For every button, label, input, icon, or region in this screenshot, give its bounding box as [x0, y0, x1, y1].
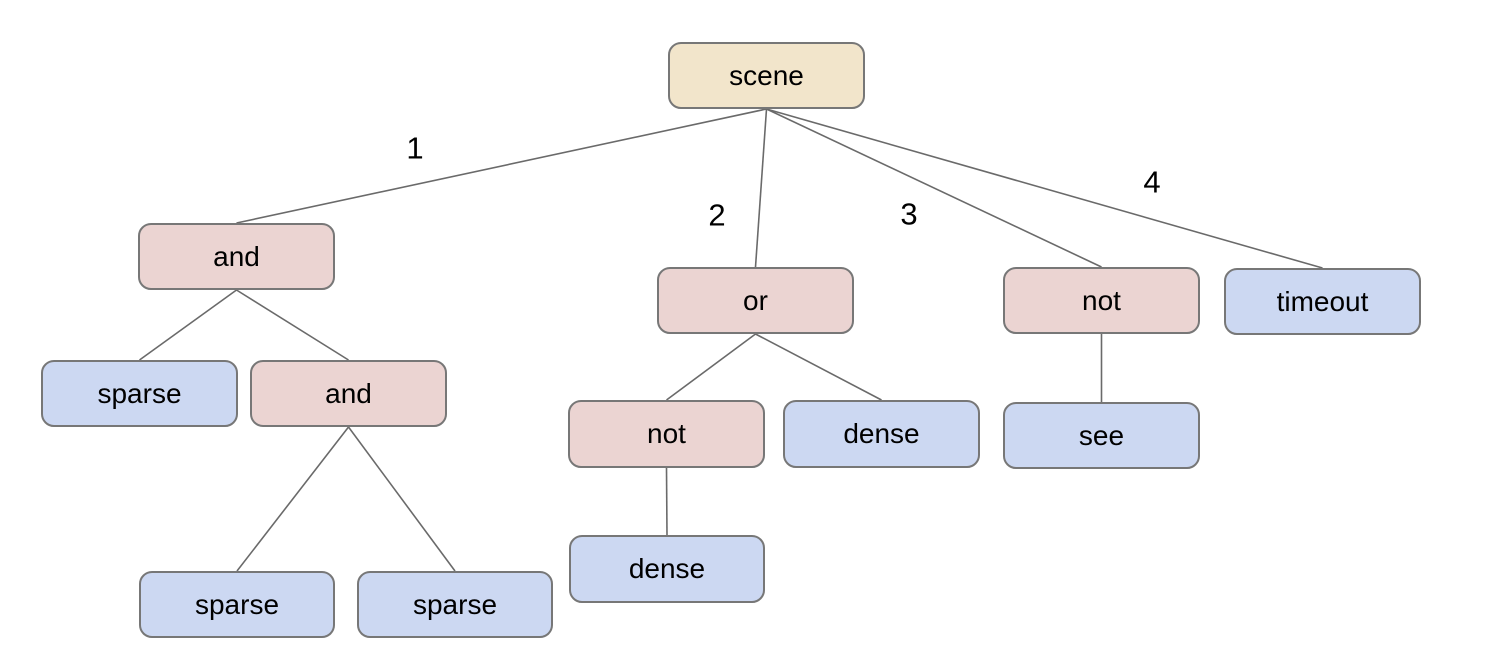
edge-label-4: 4	[1143, 164, 1161, 200]
edge-label-2: 2	[708, 197, 726, 233]
edge-or1-dense1	[755, 333, 882, 401]
edge-scene-and1	[236, 108, 767, 224]
tree-node-not1: not	[1003, 267, 1200, 334]
edge-and1-and2	[236, 289, 349, 361]
edge-label-3: 3	[900, 196, 918, 232]
edge-and1-sparse1	[139, 289, 237, 361]
tree-node-timeout1: timeout	[1224, 268, 1421, 335]
tree-node-label: scene	[729, 59, 804, 91]
tree-node-label: not	[647, 418, 686, 449]
tree-node-label: sparse	[97, 377, 182, 409]
edge-and2-sparse3	[347, 426, 456, 572]
tree-node-sparse2: sparse	[139, 571, 335, 638]
edge-and2-sparse2	[236, 426, 350, 572]
tree-node-not2: not	[568, 400, 765, 468]
tree-node-dense2: dense	[569, 535, 765, 603]
tree-node-label: sparse	[194, 588, 280, 620]
edge-label-1: 1	[406, 130, 424, 166]
edge-not2-dense2	[665, 467, 668, 536]
tree-node-label: or	[743, 284, 768, 316]
tree-node-label: and	[325, 377, 372, 409]
tree-node-and2: and	[250, 360, 447, 427]
tree-node-sparse3: sparse	[357, 571, 553, 638]
tree-node-scene: scene	[668, 42, 865, 109]
edge-scene-or1	[754, 108, 768, 268]
edge-or1-not2	[666, 333, 756, 401]
edge-scene-not1	[766, 108, 1102, 268]
tree-node-sparse1: sparse	[41, 360, 238, 427]
tree-node-dense1: dense	[783, 400, 980, 468]
tree-node-label: dense	[628, 553, 706, 584]
tree-node-label: see	[1078, 419, 1125, 451]
tree-node-label: and	[213, 240, 260, 272]
edge-scene-timeout1	[766, 108, 1323, 269]
tree-node-and1: and	[138, 223, 335, 290]
tree-node-see1: see	[1003, 402, 1200, 469]
tree-node-label: not	[1082, 284, 1121, 316]
tree-node-label: dense	[843, 418, 920, 449]
tree-node-label: timeout	[1276, 285, 1369, 317]
tree-node-or1: or	[657, 267, 854, 334]
tree-node-label: sparse	[412, 588, 498, 620]
